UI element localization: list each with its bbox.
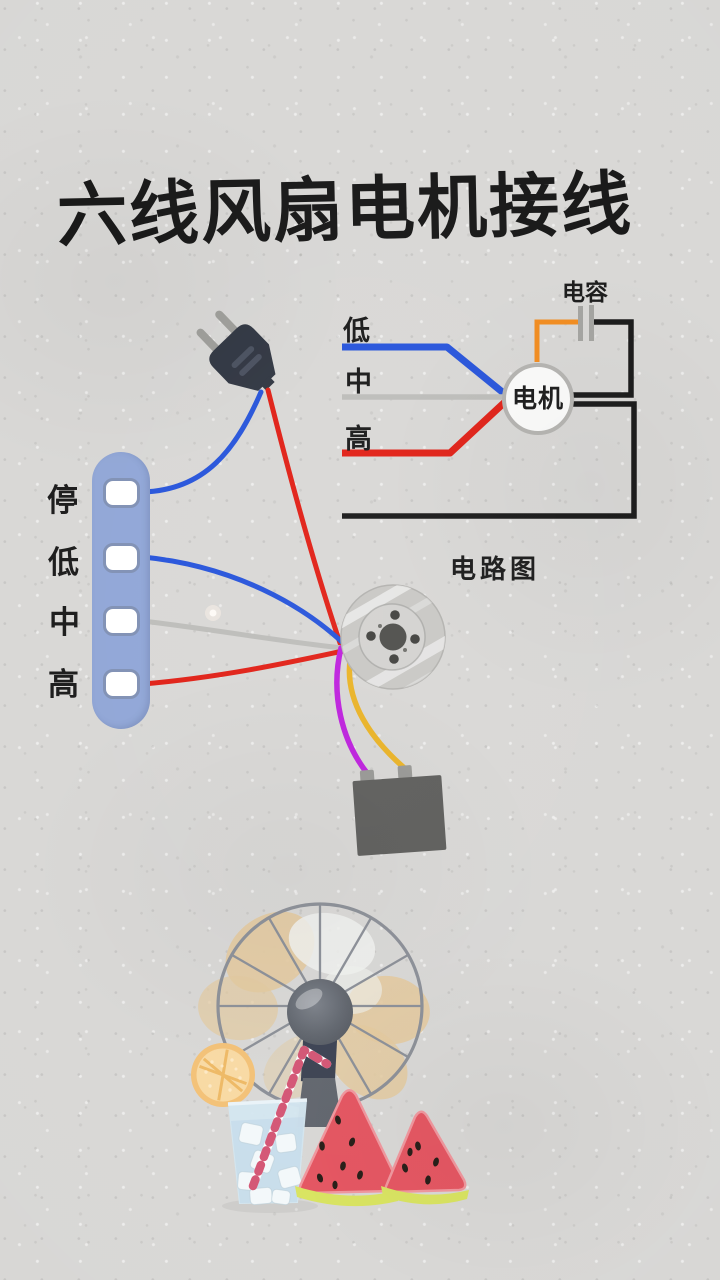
- switch-button-mid[interactable]: [103, 606, 140, 636]
- switch-label-mid: 中: [49, 605, 80, 640]
- wire-bundle: [140, 387, 412, 776]
- circuit-label-low: 低: [343, 316, 370, 346]
- plug-prong: [215, 310, 240, 336]
- plug-grip-stripe: [231, 346, 255, 369]
- power-plug: [196, 310, 276, 391]
- switch-button-high[interactable]: [103, 669, 140, 699]
- plug-grip-stripe: [239, 353, 262, 376]
- motor-circle: [502, 363, 574, 435]
- capacitor-plate-right: [589, 305, 594, 341]
- circuit-caption: 电路图: [450, 554, 541, 584]
- fan-stand: [297, 1078, 342, 1127]
- watermelon-slice-small: [381, 1110, 469, 1205]
- red-wire-plug-to-motor: [265, 387, 344, 649]
- watermelon-slice-large: [295, 1089, 400, 1207]
- mount-hole: [366, 631, 376, 641]
- main-wire-lower: [342, 401, 637, 519]
- plug-prong: [196, 328, 221, 354]
- capacitor-box: [352, 765, 447, 856]
- blue-wire-low-to-motor: [140, 554, 345, 645]
- lemon-slice: [191, 1043, 255, 1107]
- mount-hole: [410, 634, 420, 644]
- summer-illustration: [191, 902, 469, 1213]
- watermelon-seeds: [401, 1141, 439, 1185]
- capacitor-plate-left: [578, 306, 583, 341]
- watermelon-seeds: [316, 1115, 363, 1190]
- page-title: 六线风扇电机接线: [56, 164, 634, 256]
- motor-shaft-center: [379, 623, 407, 651]
- mount-hole: [389, 654, 399, 664]
- main-wire-upper: [572, 319, 634, 398]
- capacitor-terminal: [397, 765, 413, 779]
- red-wire-high-to-motor: [140, 648, 346, 687]
- capacitor-orange-wire: [534, 319, 578, 362]
- motor-label: 电机: [512, 385, 565, 413]
- fan-hub: [287, 979, 353, 1045]
- switch-label-high: 高: [48, 667, 79, 702]
- mount-hole: [390, 610, 400, 620]
- switch-button-stop[interactable]: [103, 478, 140, 508]
- low-speed-line: [342, 343, 509, 398]
- yellow-wire-to-capacitor: [346, 651, 412, 775]
- blue-wire-stop-to-plug: [140, 389, 264, 495]
- plug-body: [209, 324, 276, 391]
- gray-wire-mid-to-motor: [140, 618, 347, 651]
- circuit-label-high: 高: [345, 424, 372, 454]
- plug-cord-boot: [260, 376, 275, 391]
- circuit-schematic: [342, 305, 637, 519]
- switch-button-low[interactable]: [103, 543, 140, 573]
- switch-label-stop: 停: [47, 483, 78, 518]
- high-speed-line: [342, 398, 509, 457]
- sparkle: [205, 605, 221, 621]
- switch-label-low: 低: [48, 545, 79, 580]
- circuit-label-mid: 中: [345, 367, 372, 397]
- striped-straw: [248, 1045, 332, 1191]
- purple-wire-to-capacitor: [334, 645, 370, 776]
- capacitor-label: 电容: [562, 279, 608, 305]
